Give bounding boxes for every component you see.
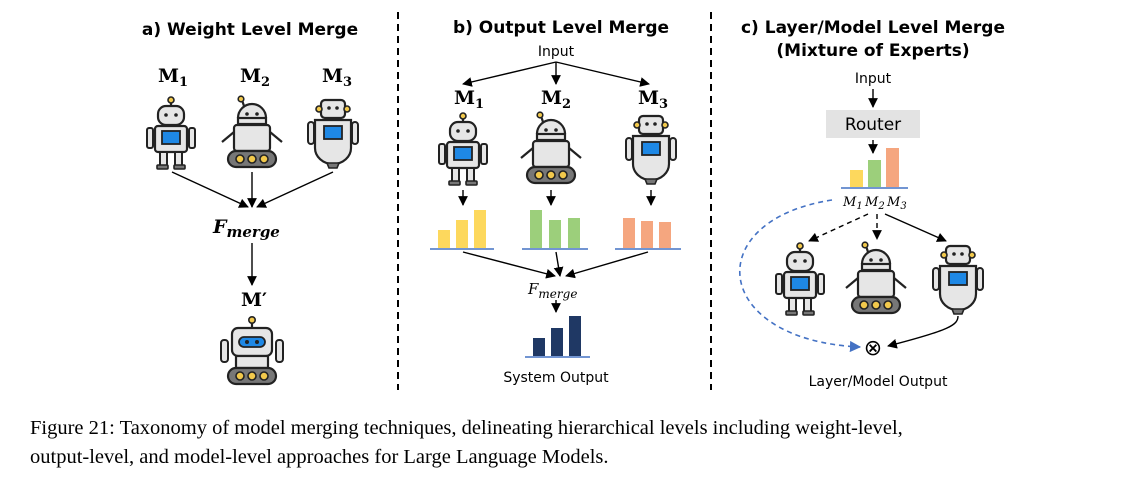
panel-c-title-line-2: (Mixture of Experts) (776, 41, 969, 61)
bar (868, 160, 881, 187)
bar (551, 328, 563, 356)
bar (886, 148, 899, 187)
panel-a-model-1-label: M1 (158, 65, 188, 90)
panel-layer-model-level-merge: c) Layer/Model Level Merge (Mixture of E… (739, 18, 1005, 390)
bar (456, 220, 468, 248)
router-box (826, 110, 920, 138)
bar (659, 222, 671, 248)
bar (850, 170, 863, 187)
arrow-out2-to-merge (553, 251, 564, 277)
router-label: Router (845, 115, 901, 135)
layer-model-output-label: Layer/Model Output (809, 374, 948, 390)
panel-weight-level-merge: a) Weight Level Merge M1 M2 M3 Fmerge M′ (142, 20, 360, 386)
panel-b-model-2-label: M2 (541, 87, 571, 112)
panel-a-merge-function: Fmerge (212, 216, 280, 241)
model-2-output-bars (522, 210, 588, 250)
figure-caption-line-1: Figure 21: Taxonomy of model merging tec… (30, 417, 903, 439)
panel-a-model-3-label: M3 (322, 65, 352, 90)
bar (568, 218, 580, 248)
bar (569, 316, 581, 356)
bar (474, 210, 486, 248)
robot-m1-icon (145, 95, 197, 171)
panel-b-model-3-label: M3 (638, 87, 668, 112)
expert-robot-2-icon (844, 241, 908, 315)
expert-robot-3-icon (931, 244, 985, 316)
robot-m3-icon (306, 98, 360, 170)
system-output-bars (525, 316, 590, 358)
arrow-route-to-expert-3 (884, 213, 947, 242)
panel-output-level-merge: b) Output Level Merge Input M1 M2 M3 (430, 18, 681, 386)
bar (623, 218, 635, 248)
panel-b-model-1-label: M1 (454, 87, 484, 112)
arrow-m3-to-merge (256, 171, 334, 208)
panel-c-title-line-1: c) Layer/Model Level Merge (741, 18, 1005, 38)
bar (530, 210, 542, 248)
router-weights-label-m1: M1 (842, 195, 863, 212)
bar (438, 230, 450, 248)
robot-m3-icon (624, 114, 678, 186)
arrow-out3-to-merge (565, 251, 649, 279)
bar (641, 221, 653, 248)
panel-b-input-label: Input (538, 44, 575, 60)
arrow-input-to-m1 (462, 61, 557, 87)
panel-b-merge-function: Fmerge (527, 280, 577, 301)
arrow-m1-to-merge (171, 171, 249, 208)
arrow-expert-3-to-combine (887, 315, 959, 349)
robot-m2-icon (519, 111, 583, 185)
residual-connection-arrow (739, 199, 862, 353)
router-weights-label-m3: M3 (886, 195, 907, 212)
bar (549, 220, 561, 248)
arrow-input-to-m3 (555, 61, 650, 87)
arrow-out1-to-merge (462, 251, 556, 279)
system-output-label: System Output (503, 370, 609, 386)
combine-operator-icon: ⊗ (864, 336, 882, 361)
panel-a-model-2-label: M2 (240, 65, 270, 90)
arrow-route-to-expert-1 (808, 213, 869, 242)
panel-a-merged-model-label: M′ (241, 289, 267, 311)
bar (533, 338, 545, 356)
model-3-output-bars (615, 218, 681, 250)
model-1-output-bars (430, 210, 494, 250)
robot-m1-icon (437, 111, 489, 187)
expert-robot-1-icon (774, 241, 826, 317)
panel-b-title: b) Output Level Merge (453, 18, 669, 38)
router-weight-bars (841, 148, 908, 189)
panel-a-title: a) Weight Level Merge (142, 20, 358, 40)
router-weights-label-m2: M2 (864, 195, 885, 212)
merged-robot-icon (219, 315, 285, 386)
panel-c-input-label: Input (855, 71, 892, 87)
figure-caption-line-2: output-level, and model-level approaches… (30, 446, 609, 468)
robot-m2-icon (220, 95, 284, 169)
